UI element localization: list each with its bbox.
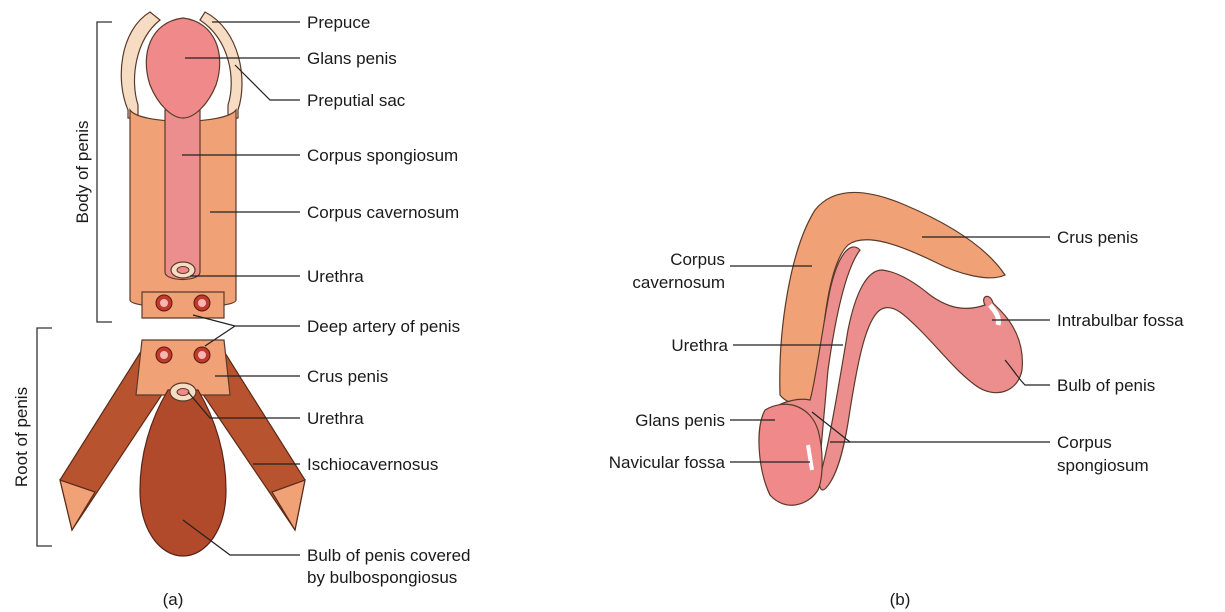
ischiocavernosus-label: Ischiocavernosus — [307, 455, 438, 474]
urethra-root-label: Urethra — [307, 409, 364, 428]
corpus-spongiosum-b-label-2: spongiosum — [1057, 456, 1149, 475]
panel-b-caption: (b) — [890, 590, 911, 609]
panel-a-caption: (a) — [163, 590, 184, 609]
deep-artery-label: Deep artery of penis — [307, 317, 460, 336]
urethra-b-label: Urethra — [671, 336, 728, 355]
body-base-shape — [142, 292, 224, 318]
bulb-of-penis-shape — [140, 390, 226, 556]
root-of-penis-bracket: Root of penis — [12, 328, 52, 546]
crus-penis-label-a: Crus penis — [307, 367, 388, 386]
urethra-body-label: Urethra — [307, 267, 364, 286]
prepuce-label: Prepuce — [307, 13, 370, 32]
penis-root-drawing — [60, 340, 305, 556]
body-of-penis-bracket: Body of penis — [73, 22, 112, 322]
glans-penis-b-label: Glans penis — [635, 411, 725, 430]
corpus-spongiosum-shape — [165, 110, 200, 280]
intrabulbar-fossa-label: Intrabulbar fossa — [1057, 311, 1184, 330]
body-of-penis-label: Body of penis — [73, 120, 92, 223]
root-of-penis-label: Root of penis — [12, 387, 31, 487]
corpus-cavernosum-b-label-1: Corpus — [670, 250, 725, 269]
corpus-cavernosum-b-label-2: cavernosum — [632, 273, 725, 292]
glans-penis-label: Glans penis — [307, 49, 397, 68]
crus-penis-b-label: Crus penis — [1057, 228, 1138, 247]
corpus-spongiosum-label: Corpus spongiosum — [307, 146, 458, 165]
bulb-of-penis-b-label: Bulb of penis — [1057, 376, 1155, 395]
panel-b: Corpus cavernosum Urethra Glans penis Na… — [609, 193, 1184, 610]
sagittal-drawing — [759, 193, 1022, 506]
corpus-spongiosum-b-label-1: Corpus — [1057, 433, 1112, 452]
bulb-label-line1: Bulb of penis covered — [307, 546, 471, 565]
glans-penis-shape — [146, 18, 219, 118]
preputial-sac-label: Preputial sac — [307, 91, 406, 110]
corpus-cavernosum-label: Corpus cavernosum — [307, 203, 459, 222]
navicular-fossa-label: Navicular fossa — [609, 453, 726, 472]
bulb-label-line2: by bulbospongiosus — [307, 568, 457, 587]
panel-a: Body of penis Root of penis — [12, 12, 471, 609]
